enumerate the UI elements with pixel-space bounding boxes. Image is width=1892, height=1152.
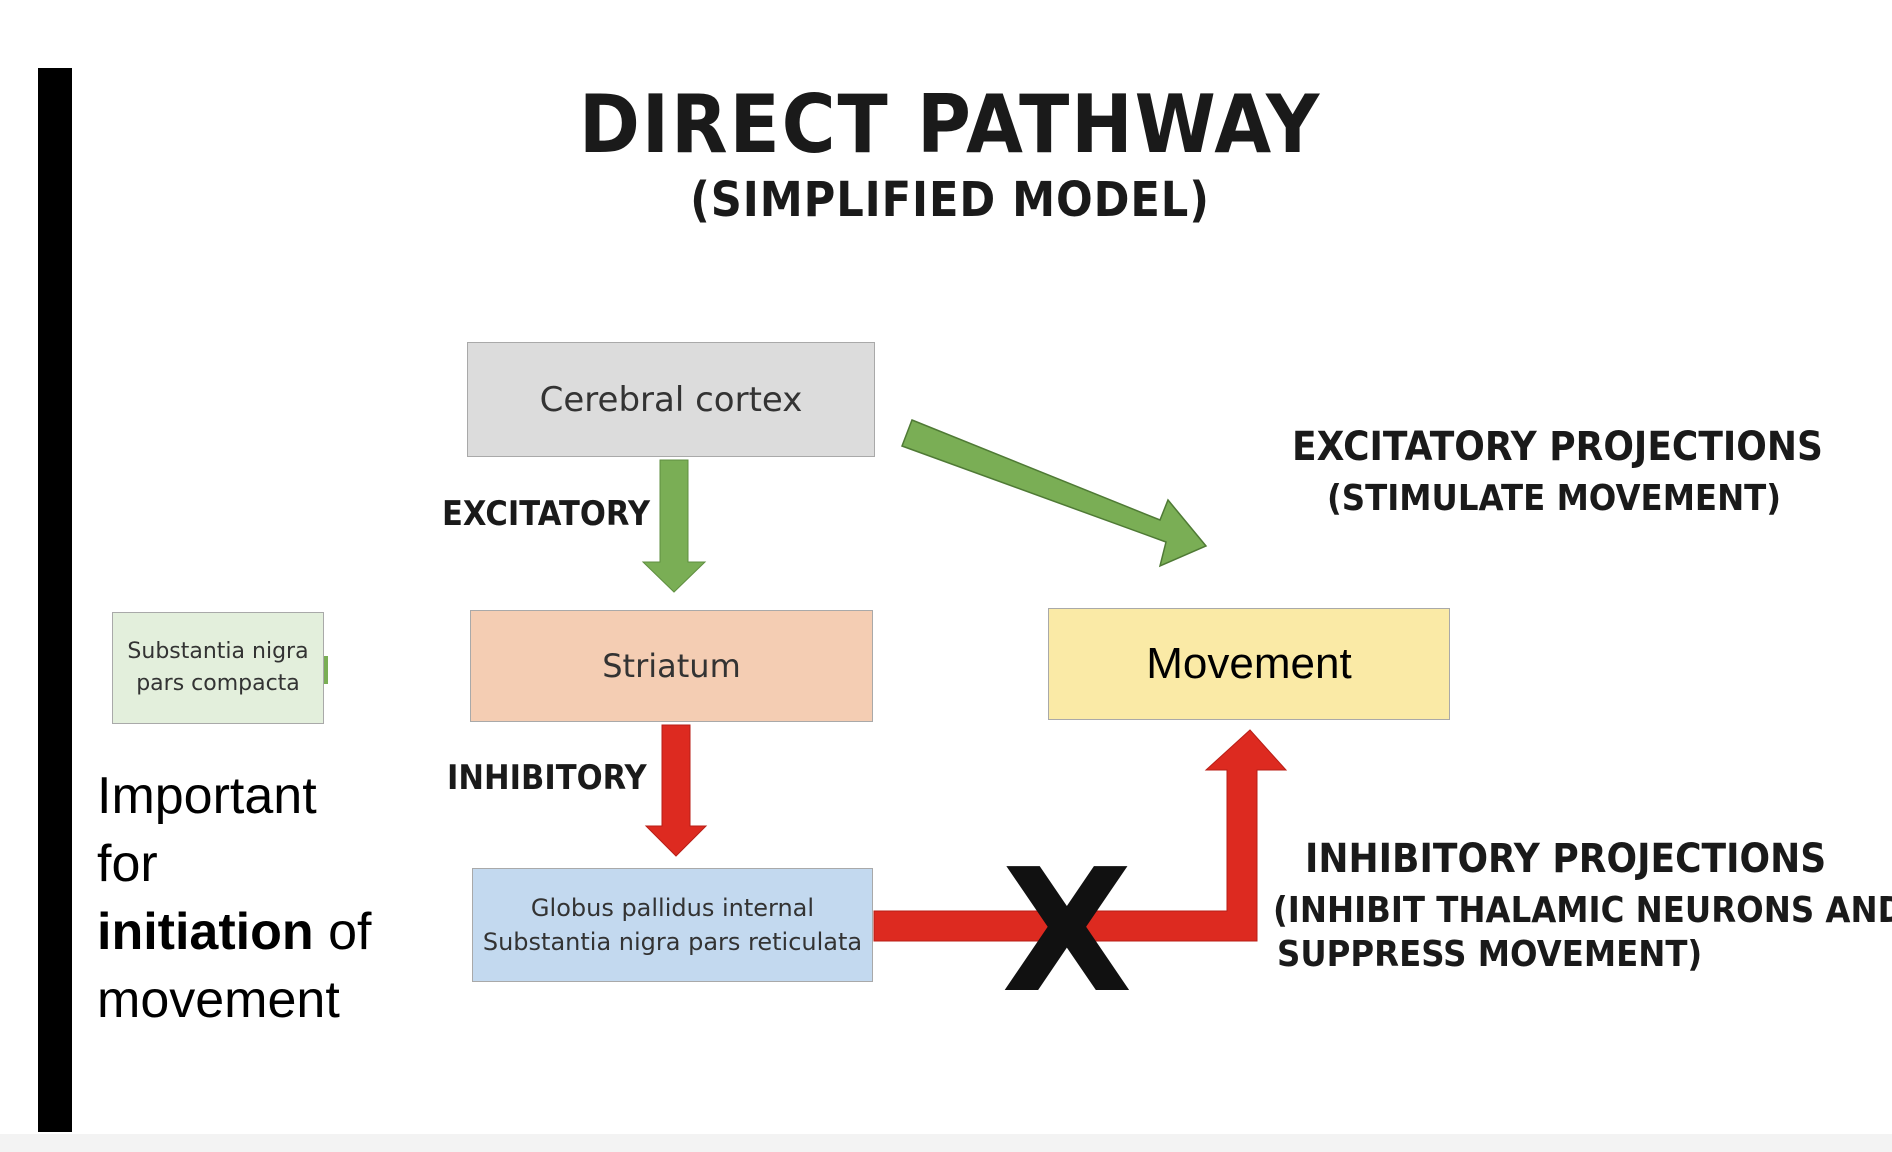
- note-line3: initiation of: [97, 898, 371, 966]
- excitatory-arrow-cortex-to-movement: [901, 419, 1208, 568]
- blocked-x-mark: X: [1001, 833, 1132, 1031]
- side-note: Important for initiation of movement: [97, 762, 371, 1034]
- inhibitory-label: INHIBITORY: [447, 758, 647, 798]
- globus-pallidus-box: Globus pallidus internal Substantia nigr…: [472, 868, 873, 982]
- movement-label: Movement: [1146, 639, 1352, 688]
- cerebral-cortex-box: Cerebral cortex: [467, 342, 875, 457]
- excitatory-projections-desc: (STIMULATE MOVEMENT): [1327, 478, 1782, 519]
- snc-line2: pars compacta: [136, 671, 300, 696]
- snc-connector-tick: [324, 656, 328, 684]
- cerebral-cortex-label: Cerebral cortex: [539, 379, 803, 420]
- snc-line1: Substantia nigra: [127, 639, 309, 664]
- note-line3-rest: of: [313, 903, 372, 961]
- globus-pallidus-line2: Substantia nigra pars reticulata: [482, 928, 863, 956]
- movement-box: Movement: [1048, 608, 1450, 720]
- inhibitory-arrow-globus-to-movement: [873, 729, 1288, 942]
- left-accent-bar: [38, 68, 72, 1132]
- note-emphasis: initiation: [97, 903, 314, 961]
- bottom-strip: [0, 1134, 1892, 1152]
- globus-pallidus-line1: Globus pallidus internal: [530, 894, 815, 922]
- substantia-nigra-compacta-box: Substantia nigra pars compacta: [112, 612, 324, 724]
- inhibitory-arrow-striatum-to-globus: [644, 724, 708, 857]
- inhibitory-projections-desc-line2: SUPPRESS MOVEMENT): [1277, 934, 1703, 975]
- note-line4: movement: [97, 971, 340, 1029]
- excitatory-projections-title: EXCITATORY PROJECTIONS: [1292, 424, 1823, 470]
- excitatory-label: EXCITATORY: [442, 494, 650, 534]
- excitatory-arrow-cortex-to-striatum: [641, 459, 707, 593]
- note-line1: Important: [97, 767, 317, 825]
- striatum-box: Striatum: [470, 610, 873, 722]
- note-line2: for: [97, 835, 158, 893]
- diagram-title: DIRECT PATHWAY: [578, 78, 1322, 171]
- diagram-subtitle: (SIMPLIFIED MODEL): [690, 172, 1210, 228]
- striatum-label: Striatum: [602, 647, 741, 685]
- inhibitory-projections-title: INHIBITORY PROJECTIONS: [1305, 836, 1827, 882]
- inhibitory-projections-desc-line1: (INHIBIT THALAMIC NEURONS AND: [1273, 890, 1892, 931]
